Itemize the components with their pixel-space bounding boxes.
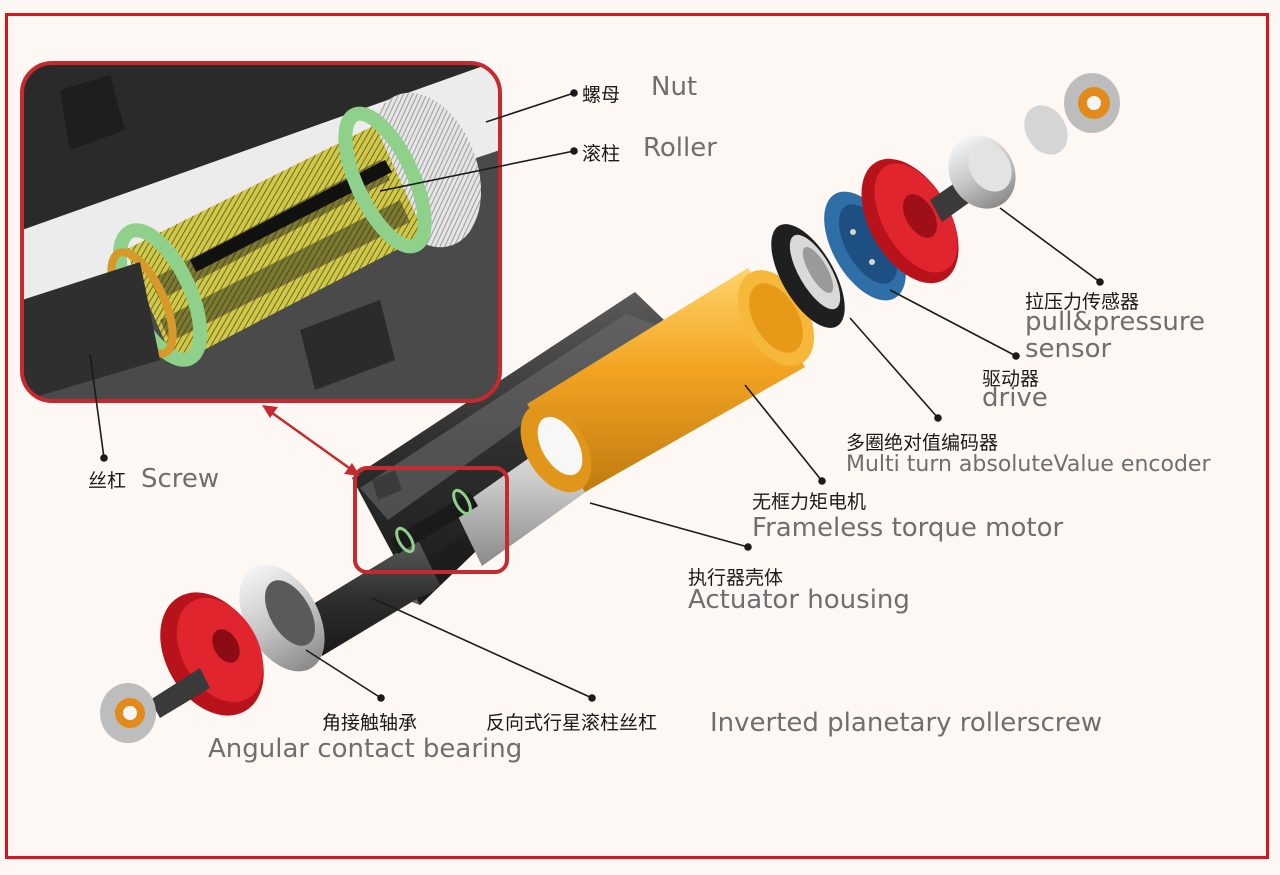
sensor-label-en1: pull&pressure [1025, 307, 1206, 337]
encoder-label-cn: 多圈绝对值编码器 [846, 432, 999, 454]
detail-arrow [262, 405, 360, 476]
motor-label-en: Frameless torque motor [752, 513, 1064, 543]
drive-label-cn: 驱动器 [982, 368, 1040, 390]
roller-label-cn: 滚柱 [582, 143, 621, 165]
inset-detail [20, 61, 502, 403]
screw-label-en: Screw [141, 464, 220, 494]
top-rod-end [1024, 73, 1120, 155]
encoder-label-en: Multi turn absoluteValue encoder [846, 452, 1211, 477]
nut-label-cn: 螺母 [582, 84, 621, 106]
rollerscrew-label-cn: 反向式行星滚柱丝杠 [486, 712, 658, 734]
angular-contact-bearing [239, 564, 325, 672]
detail-highlight-box [353, 466, 509, 574]
roller-screw-shaft [300, 540, 440, 656]
roller-label-en: Roller [643, 133, 717, 163]
nut-label-en: Nut [651, 72, 698, 102]
pull-pressure-sensor [861, 158, 959, 284]
rollerscrew-label-en: Inverted planetary rollerscrew [710, 708, 1103, 738]
motor-label-cn: 无框力矩电机 [752, 491, 867, 513]
actuator-assembly [100, 73, 1120, 743]
diagram-frame [5, 13, 1269, 859]
bearing-label-cn: 角接触轴承 [322, 712, 418, 734]
leader-lines [89, 89, 1104, 702]
sensor-label-en2: sensor [1025, 334, 1112, 364]
drive-label-en: drive [982, 383, 1048, 413]
bearing-label-en: Angular contact bearing [208, 734, 523, 764]
housing-label-en: Actuator housing [688, 585, 910, 615]
housing-label-cn: 执行器壳体 [688, 567, 784, 589]
sensor-label-cn: 拉压力传感器 [1025, 291, 1140, 313]
sensor-end-cap [948, 135, 1016, 209]
frameless-torque-motor [520, 268, 814, 493]
bottom-rod-end [100, 668, 210, 743]
screw-label-cn: 丝杠 [88, 470, 127, 492]
encoder-ring [771, 224, 845, 328]
